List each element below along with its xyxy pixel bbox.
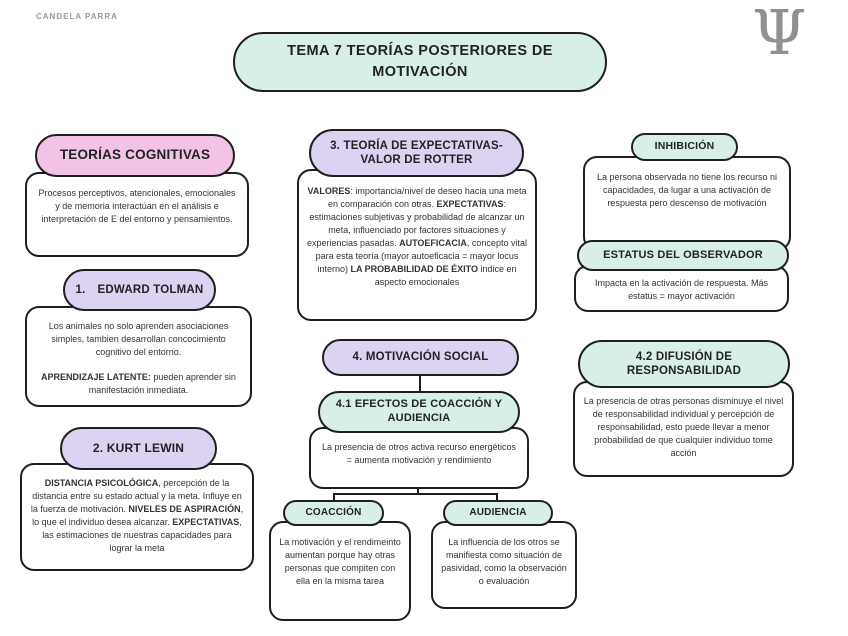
tolman-number: 1. [75,283,86,296]
rotter-header: 3. TEORÍA DE EXPECTATIVAS- VALOR DE ROTT… [309,129,524,177]
connector-motivacion-efectos [419,375,421,393]
inhibicion-header: INHIBICIÓN [631,133,738,161]
efectos-body: La presencia de otros activa recurso ene… [309,427,529,489]
tolman-paragraph-2: APRENDIZAJE LATENTE: pueden aprender sin… [41,372,236,396]
difusion-header: 4.2 DIFUSIÓN DE RESPONSABILIDAD [578,340,790,388]
estatus-observador-body: Impacta en la activación de respuesta. M… [574,265,789,312]
coaccion-header: COACCIÓN [283,500,384,526]
connector-drop-audiencia [496,493,498,503]
difusion-body: La presencia de otras personas disminuye… [573,381,794,477]
rotter-body: VALORES: importancia/nivel de deseo haci… [297,169,537,321]
estatus-observador-text: Impacta en la activación de respuesta. M… [594,278,769,302]
motivacion-social-header: 4. MOTIVACIÓN SOCIAL [322,339,519,376]
estatus-observador-header: ESTATUS DEL OBSERVADOR [577,240,789,271]
inhibicion-text: La persona observada no tiene los recurs… [596,172,778,209]
coaccion-body: La motivación y el rendimeinto aumentan … [269,521,411,621]
tolman-body: Los animales no solo aprenden asociacion… [25,306,252,407]
connector-bar [333,493,498,495]
psi-symbol-icon: Ψ [752,0,807,69]
tolman-paragraph-1: Los animales no solo aprenden asociacion… [48,321,229,358]
page-title: TEMA 7 TEORÍAS POSTERIORES DE MOTIVACIÓN [233,32,607,92]
efectos-header: 4.1 EFECTOS DE COACCIÓN Y AUDIENCIA [318,391,520,433]
audiencia-body: La influencia de los otros se manifiesta… [431,521,577,609]
connector-stem [417,488,419,495]
inhibicion-body: La persona observada no tiene los recurs… [583,156,791,251]
connector-drop-coaccion [333,493,335,503]
coaccion-text: La motivación y el rendimeinto aumentan … [279,537,401,587]
lewin-header: 2. KURT LEWIN [60,427,217,470]
difusion-text: La presencia de otras personas disminuye… [583,396,784,459]
tolman-header: 1. EDWARD TOLMAN [63,269,216,311]
lewin-text: DISTANCIA PSICOLÓGICA, percepción de la … [30,478,244,554]
audiencia-text: La influencia de los otros se manifiesta… [441,537,567,587]
teorias-cognitivas-header: TEORÍAS COGNITIVAS [35,134,235,177]
tolman-name: EDWARD TOLMAN [97,283,204,296]
lewin-body: DISTANCIA PSICOLÓGICA, percepción de la … [20,463,254,571]
teorias-cognitivas-body: Procesos perceptivos, atencionales, emoc… [25,172,249,257]
efectos-text: La presencia de otros activa recurso ene… [321,442,517,466]
rotter-text: VALORES: importancia/nivel de deseo haci… [307,186,527,288]
audiencia-header: AUDIENCIA [443,500,553,526]
author-name: CANDELA PARRA [36,12,118,21]
teorias-cognitivas-text: Procesos perceptivos, atencionales, emoc… [38,188,236,225]
